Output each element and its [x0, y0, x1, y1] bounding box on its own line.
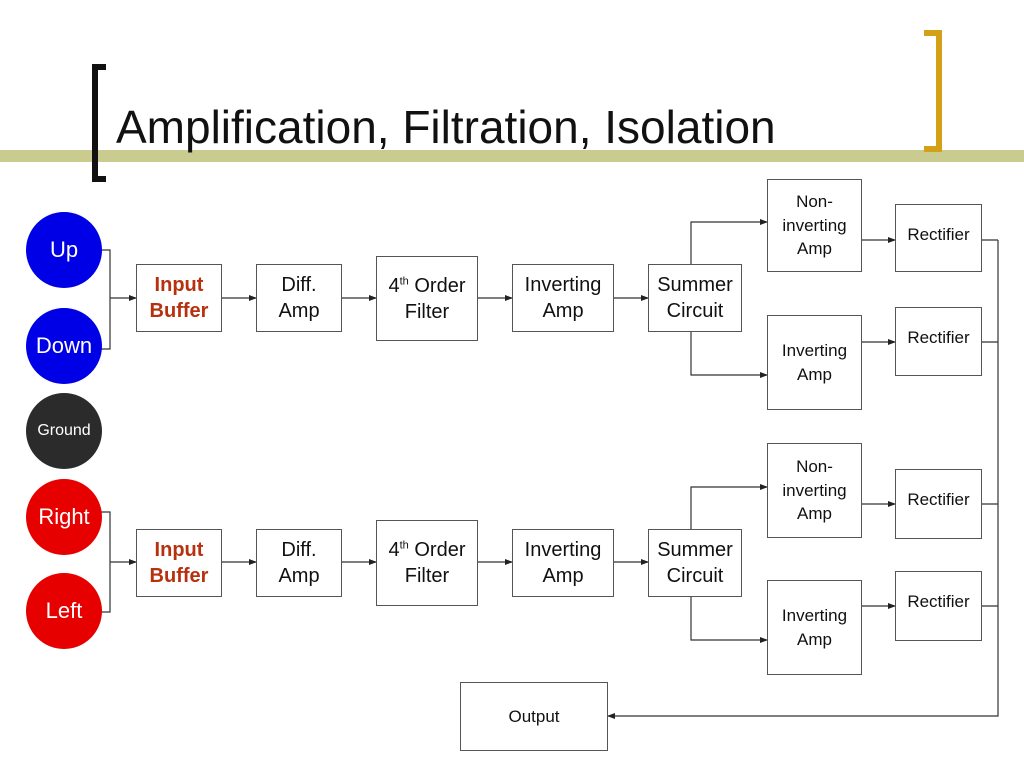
rectifier-box-4: Rectifier [895, 571, 982, 641]
electrode-down: Down [26, 308, 102, 384]
rectifier-box-2: Rectifier [895, 307, 982, 376]
electrode-right: Right [26, 479, 102, 555]
electrode-up: Up [26, 212, 102, 288]
left-bracket-decoration [92, 64, 106, 182]
wire-rectifier-bus [608, 239, 999, 716]
rectifier-box-3: Rectifier [895, 469, 982, 539]
wire-up-down-merge [100, 249, 136, 350]
rectifier-box-1: Rectifier [895, 204, 982, 272]
title-accent-bar [0, 150, 1024, 162]
wire-right-left-merge [100, 511, 136, 613]
slide-title: Amplification, Filtration, Isolation [116, 101, 776, 153]
diff-amp-box-upper: Diff.Amp [256, 264, 342, 332]
right-bracket-decoration [924, 30, 942, 152]
electrode-ground: Ground [26, 393, 102, 469]
electrode-left: Left [26, 573, 102, 649]
diff-amp-box-lower: Diff.Amp [256, 529, 342, 597]
output-box: Output [460, 682, 608, 751]
